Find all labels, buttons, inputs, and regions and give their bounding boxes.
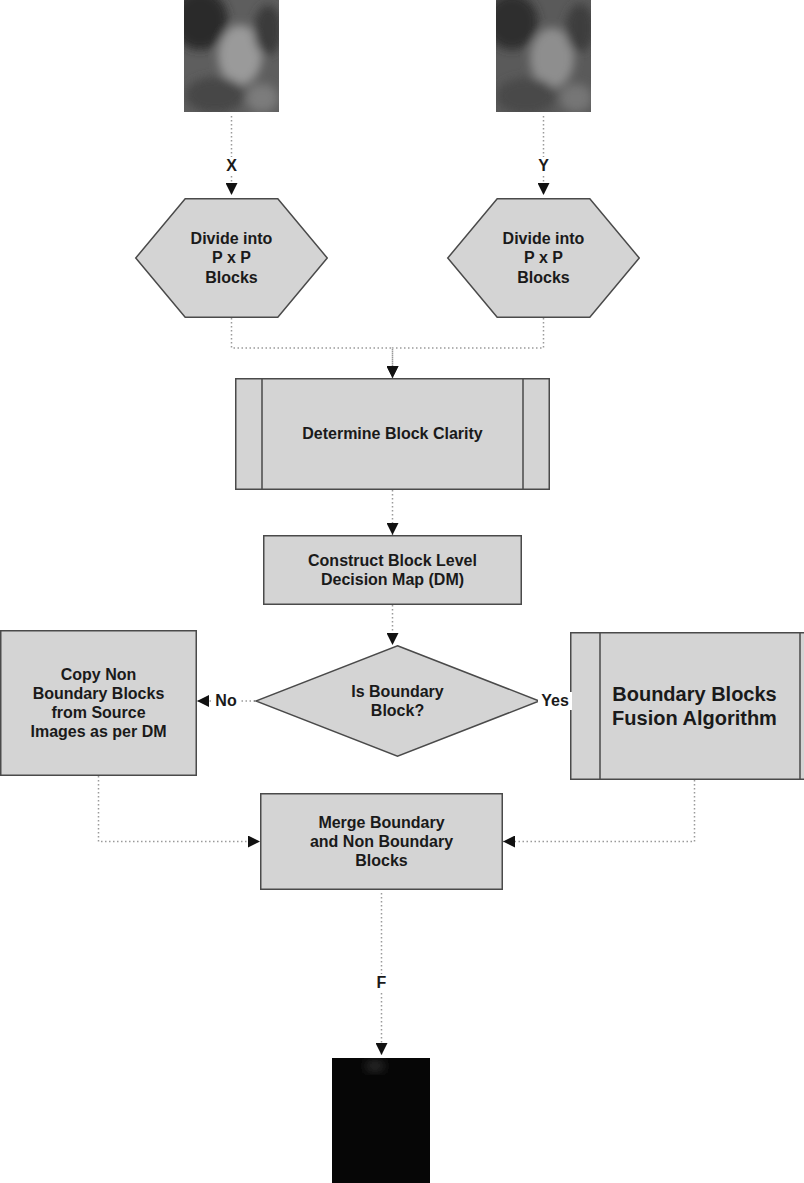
arrow-label: F [374, 974, 390, 992]
predefined-process-bar [522, 379, 524, 490]
photo-light [246, 84, 278, 112]
node-label: Copy Non Boundary Blocks from Source Ima… [24, 665, 174, 742]
node-label: Boundary Blocks Fusion Algorithm [603, 682, 787, 730]
process-box: Copy Non Boundary Blocks from Source Ima… [0, 630, 197, 776]
text-group: Copy Non Boundary Blocks from Source Ima… [24, 665, 174, 742]
node-outline [0, 630, 197, 776]
node-label: Divide into P x P Blocks [497, 229, 591, 287]
text-group: Divide into P x P Blocks [185, 229, 279, 287]
decision-diamond: Is Boundary Block? [255, 645, 540, 757]
arrow-label: Y [535, 157, 552, 175]
hexagon-outline [136, 199, 328, 318]
edge-label: Yes [538, 692, 572, 710]
flow-connector [232, 318, 393, 378]
predefined-process-bar [599, 633, 601, 780]
box-outline [236, 379, 550, 490]
process-box: Merge Boundary and Non Boundary Blocks [260, 793, 503, 890]
box-outline [1, 631, 197, 776]
text-group: Determine Block Clarity [273, 424, 513, 443]
input-arrow [231, 116, 233, 195]
photo-shade [254, 5, 279, 55]
node-outline [255, 645, 540, 757]
node-label: Is Boundary Block? [345, 682, 451, 720]
flow-connector [392, 605, 394, 645]
flow-connector [392, 490, 394, 535]
box-outline [571, 633, 804, 780]
process-hexagon: Divide into P x P Blocks [447, 198, 640, 318]
node-label: Merge Boundary and Non Boundary Blocks [307, 813, 457, 871]
text-group: Divide into P x P Blocks [497, 229, 591, 287]
flow-connector [503, 780, 695, 842]
node-label: Divide into P x P Blocks [185, 229, 279, 287]
text-group: Merge Boundary and Non Boundary Blocks [307, 813, 457, 871]
diamond-outline [256, 646, 540, 757]
predefined-process-box: Boundary Blocks Fusion Algorithm [570, 632, 804, 780]
source-image-y [496, 0, 591, 112]
photo-ground [332, 1058, 430, 1183]
box-outline [264, 536, 522, 605]
text-group: Boundary Blocks Fusion Algorithm [603, 682, 787, 730]
photo-light [365, 1060, 385, 1072]
text-group: Construct Block Level Decision Map (DM) [295, 551, 491, 589]
node-label: Determine Block Clarity [273, 424, 513, 443]
text-group: Is Boundary Block? [345, 682, 451, 720]
node-label: Construct Block Level Decision Map (DM) [295, 551, 491, 589]
photo-shade [185, 77, 245, 112]
fused-image [332, 1058, 430, 1183]
predefined-process-box: Determine Block Clarity [235, 378, 550, 490]
source-image-x [184, 0, 279, 112]
hexagon-outline [448, 199, 640, 318]
photo-shade [496, 0, 538, 50]
photo-shade [496, 78, 556, 112]
predefined-process-bar [261, 379, 263, 490]
input-arrow [543, 116, 545, 195]
flow-connector [99, 776, 261, 842]
process-box: Construct Block Level Decision Map (DM) [263, 535, 522, 605]
node-outline [263, 535, 522, 605]
photo-shade [566, 4, 591, 52]
box-outline [261, 794, 503, 890]
photo-light [560, 84, 591, 112]
process-hexagon: Divide into P x P Blocks [135, 198, 328, 318]
flow-connector [393, 318, 544, 378]
predefined-process-bar [799, 633, 801, 780]
node-outline [570, 632, 804, 780]
edge-label: No [212, 692, 239, 710]
arrow-label: X [223, 157, 240, 175]
